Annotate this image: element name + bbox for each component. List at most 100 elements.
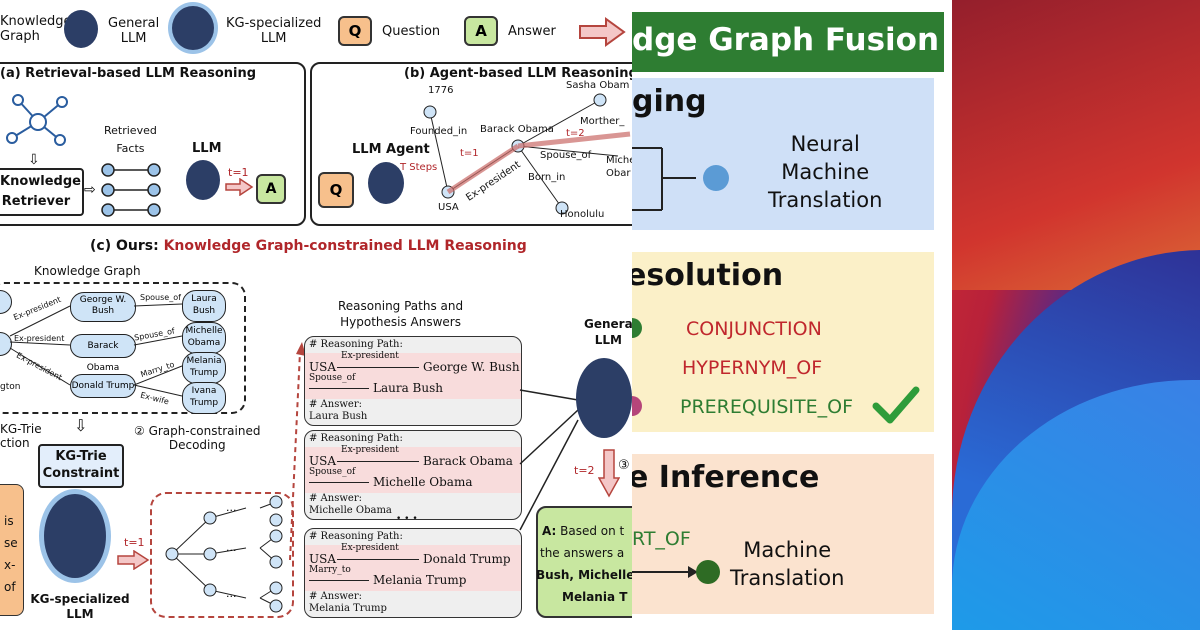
question-partial-text: is se x- of: [4, 514, 18, 594]
rp1-head: # Reasoning Path:: [309, 339, 403, 350]
panel-a-robot-icon: [186, 160, 220, 200]
general-llm-label: Genera LLM: [584, 317, 632, 347]
panel-b-t2: t=2: [566, 128, 585, 139]
legend-question-box: Q: [338, 16, 372, 46]
rp2-head: # Reasoning Path:: [309, 433, 403, 444]
slide-header-bar: [632, 12, 944, 72]
kg-node-laura: Laura Bush: [182, 290, 226, 322]
rp1-r2: Spouse_of: [309, 373, 356, 383]
step-3-marker: ③: [618, 458, 630, 473]
panel-c-t1: t=1: [124, 536, 145, 549]
rp2-highlight: [305, 447, 521, 493]
node-honolulu: Honolulu: [560, 209, 605, 220]
section-merging-title: ging: [632, 84, 707, 119]
reasoning-paths-title: Reasoning Paths and Hypothesis Answers: [338, 299, 464, 329]
kg-network-icon: [6, 94, 68, 146]
paths-to-llm-arrows: [519, 389, 579, 531]
rp1-ans: Laura Bush: [309, 411, 368, 422]
legend-arrow-icon: [579, 17, 626, 47]
resolution-item-2: HYPERNYM_OF: [682, 357, 823, 379]
final-answer-text1: Based on t: [560, 524, 625, 538]
panel-b-robot-icon: [368, 162, 404, 204]
panel-b-box: [310, 62, 632, 226]
panel-c-t2: t=2: [574, 464, 595, 477]
panel-a-red-arrow: [225, 178, 254, 196]
retrieved-facts-label: Retrieved Facts: [104, 124, 157, 155]
question-partial-box: [0, 484, 24, 616]
rp3-arrow1: [337, 559, 419, 560]
panel-c-down-arrow: [598, 449, 620, 498]
rp3-r1: Ex-president: [341, 543, 399, 553]
decoding-trie-graph: ··· ··· ···: [165, 495, 283, 613]
final-answer-line4: Melania T: [562, 590, 628, 604]
kg-reasoning-figure: Knowledge Graph General LLM KG-specializ…: [0, 6, 632, 621]
knowledge-retriever-box: [0, 168, 84, 216]
resolution-item-1: CONJUNCTION: [686, 318, 822, 340]
rp2-r2: Spouse_of: [309, 467, 356, 477]
panel-a-box: [0, 62, 306, 226]
graph-constrained-decoding-label: ② Graph-constrained Decoding: [134, 424, 261, 452]
kg-node-donald: Donald Trump: [70, 374, 136, 398]
fusion-slide: dge Graph Fusion ging Neural Machine Tra…: [632, 0, 952, 630]
down-arrow-trie: ⇩: [74, 416, 88, 435]
rp2-e2: Michelle Obama: [373, 475, 473, 489]
inference-text: Machine Translation: [730, 538, 845, 590]
rp1-e2: Laura Bush: [373, 381, 443, 395]
panel-b-graph: [423, 93, 631, 215]
panel-b-agent-label: LLM Agent: [352, 142, 430, 157]
rp1-arrow2: [309, 388, 369, 389]
rp3-e1: Donald Trump: [423, 552, 511, 566]
node-michelle-b: Miche Obar: [606, 155, 632, 179]
abstract-wallpaper: [952, 0, 1200, 630]
merging-diagram: [632, 147, 729, 211]
rp2-arrow2: [309, 482, 369, 483]
panel-a-answer-box: A: [256, 174, 286, 204]
panel-c-title-red: Knowledge Graph-constrained LLM Reasonin…: [163, 238, 527, 254]
final-answer-line3: Bush, Michelle: [536, 568, 632, 582]
paths-ellipsis: • • •: [396, 514, 418, 524]
rp3-arrow2: [309, 580, 369, 581]
node-barack: Barack Obama: [480, 124, 554, 135]
rp3-head: # Reasoning Path:: [309, 531, 403, 542]
red-dashed-arrows: [289, 342, 306, 561]
kg-llm-robot-icon: [172, 6, 214, 50]
kg-edge-sp1: Spouse_of: [140, 293, 181, 302]
resolution-item-3: PREREQUISITE_OF: [680, 396, 853, 418]
section-resolution-title: esolution: [632, 258, 784, 293]
kg-node-melania: Melania Trump: [182, 352, 226, 384]
rp1-usa: USA: [309, 360, 336, 374]
rp2-e1: Barack Obama: [423, 454, 513, 468]
knowledge-retriever-label: Knowledge Retriever: [0, 174, 81, 209]
kg-node-george: George W. Bush: [70, 292, 136, 322]
final-answer-line2: the answers a: [540, 546, 625, 560]
section-merging-text: Neural Machine Translation: [768, 132, 883, 212]
legend-answer-label: Answer: [508, 24, 556, 39]
general-llm-robot-icon: [64, 10, 98, 48]
svg-text:⇨: ⇨: [84, 182, 96, 198]
kg-node-ivana: Ivana Trump: [182, 382, 226, 414]
decoding-trie-box: [150, 492, 294, 618]
panel-b-title: (b) Agent-based LLM Reasoning: [404, 66, 632, 81]
rp2-ans-head: # Answer:: [309, 493, 362, 504]
legend-question-label: Question: [382, 24, 441, 39]
kg-dashed-box: [0, 282, 246, 414]
svg-text:···: ···: [226, 590, 237, 603]
edge-spouse: Spouse_of: [540, 150, 592, 161]
svg-text:···: ···: [226, 504, 237, 517]
svg-text:···: ···: [226, 544, 237, 557]
retrieved-facts-graph: ⇨: [84, 163, 161, 217]
kg-node-barack: Barack Obama: [70, 334, 136, 373]
rp3-usa: USA: [309, 552, 336, 566]
kg-node-michelle: Michelle Obama: [182, 322, 226, 354]
kg-specialized-llm-robot-icon: [44, 494, 106, 578]
resolution-dot-purple: [632, 396, 642, 416]
section-inference-title: e Inference: [632, 460, 820, 495]
checkmark-icon: [872, 386, 920, 424]
legend-answer-box: A: [464, 16, 498, 46]
rp3-ans-head: # Answer:: [309, 591, 362, 602]
rp1-ans-head: # Answer:: [309, 399, 362, 410]
legend-general-llm-label: General LLM: [108, 16, 160, 46]
rp2-r1: Ex-president: [341, 445, 399, 455]
edge-born: Born_in: [528, 172, 566, 183]
kg-label: Knowledge Graph: [34, 264, 141, 278]
